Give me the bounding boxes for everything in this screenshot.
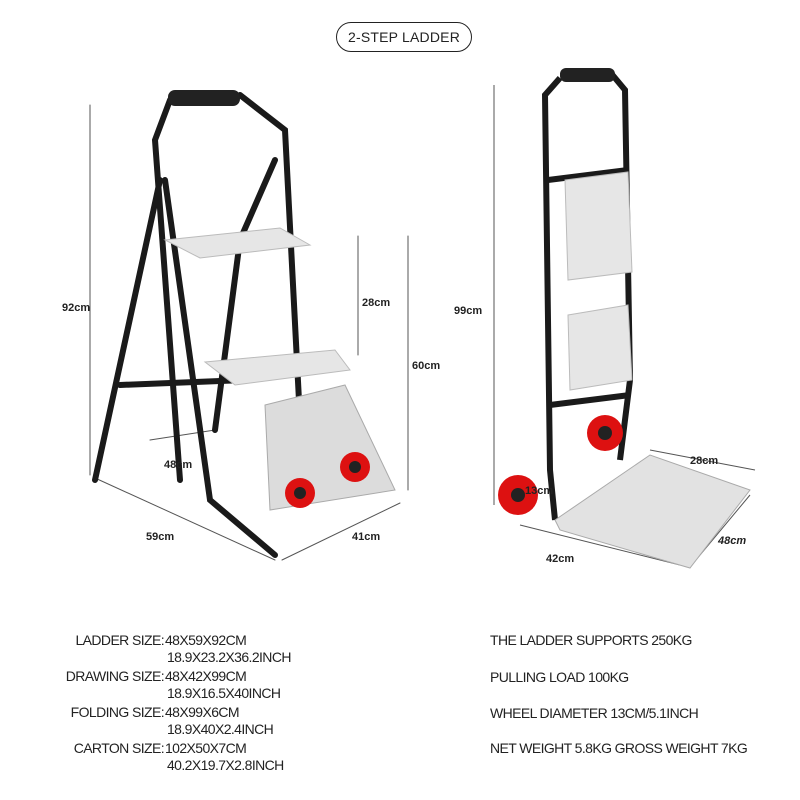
truck-base-plate [554,454,751,569]
spec-cm: 48X59X92CM [165,632,247,648]
ladder-base-plate [264,384,396,511]
spec-item: THE LADDER SUPPORTS 250KG [490,632,692,648]
spec-item: NET WEIGHT 5.8KG GROSS WEIGHT 7KG [490,740,748,756]
ladder-lower-step [203,349,351,386]
ladder-upper-step [163,227,312,259]
product-illustrations [89,68,756,569]
truck-folded-step [567,304,633,391]
wheel-diameter-label: 13cm [525,485,554,497]
spec-inch: 18.9X23.2X36.2INCH [167,649,291,665]
ladder-height-label: 92cm [62,302,91,314]
spec-cm: 48X42X99CM [165,668,247,684]
truck-handle [560,68,615,82]
ladder-dimension-lines [89,104,409,561]
truck-height-label: 99cm [454,305,483,317]
spec-label: FOLDING SIZE: [70,704,165,720]
truck-length-label: 48cm [718,535,747,547]
ladder-step-gap-label: 28cm [362,297,391,309]
truck-wheel [587,415,623,451]
truck-folded-step [564,171,633,281]
ladder-wheel [285,478,315,508]
truck-plate-depth-label: 28cm [690,455,719,467]
spec-label: LADDER SIZE: [75,632,165,648]
ladder-handle [168,90,240,106]
ladder-wheel [340,452,370,482]
spec-inch: 18.9X40X2.4INCH [167,721,274,737]
ladder-width-label: 48cm [164,459,193,471]
ladder-depth-label: 59cm [146,531,175,543]
ladder-side-label: 41cm [352,531,381,543]
hand-truck-illustration [493,68,756,569]
truck-width-label: 42cm [546,553,575,565]
spec-cm: 102X50X7CM [165,740,247,756]
spec-label: CARTON SIZE: [73,740,165,756]
truck-dimension-lines [493,85,756,568]
ladder-illustration [89,90,409,561]
spec-label: DRAWING SIZE: [65,668,165,684]
spec-inch: 40.2X19.7X2.8INCH [167,757,284,773]
ladder-platform-height-label: 60cm [412,360,441,372]
truck-frame [541,70,634,521]
truck-wheel [498,475,538,515]
title-badge: 2-STEP LADDER [336,22,472,52]
spec-item: WHEEL DIAMETER 13CM/5.1INCH [490,705,699,721]
spec-inch: 18.9X16.5X40INCH [167,685,281,701]
spec-item: PULLING LOAD 100KG [490,669,629,685]
spec-cm: 48X99X6CM [165,704,240,720]
